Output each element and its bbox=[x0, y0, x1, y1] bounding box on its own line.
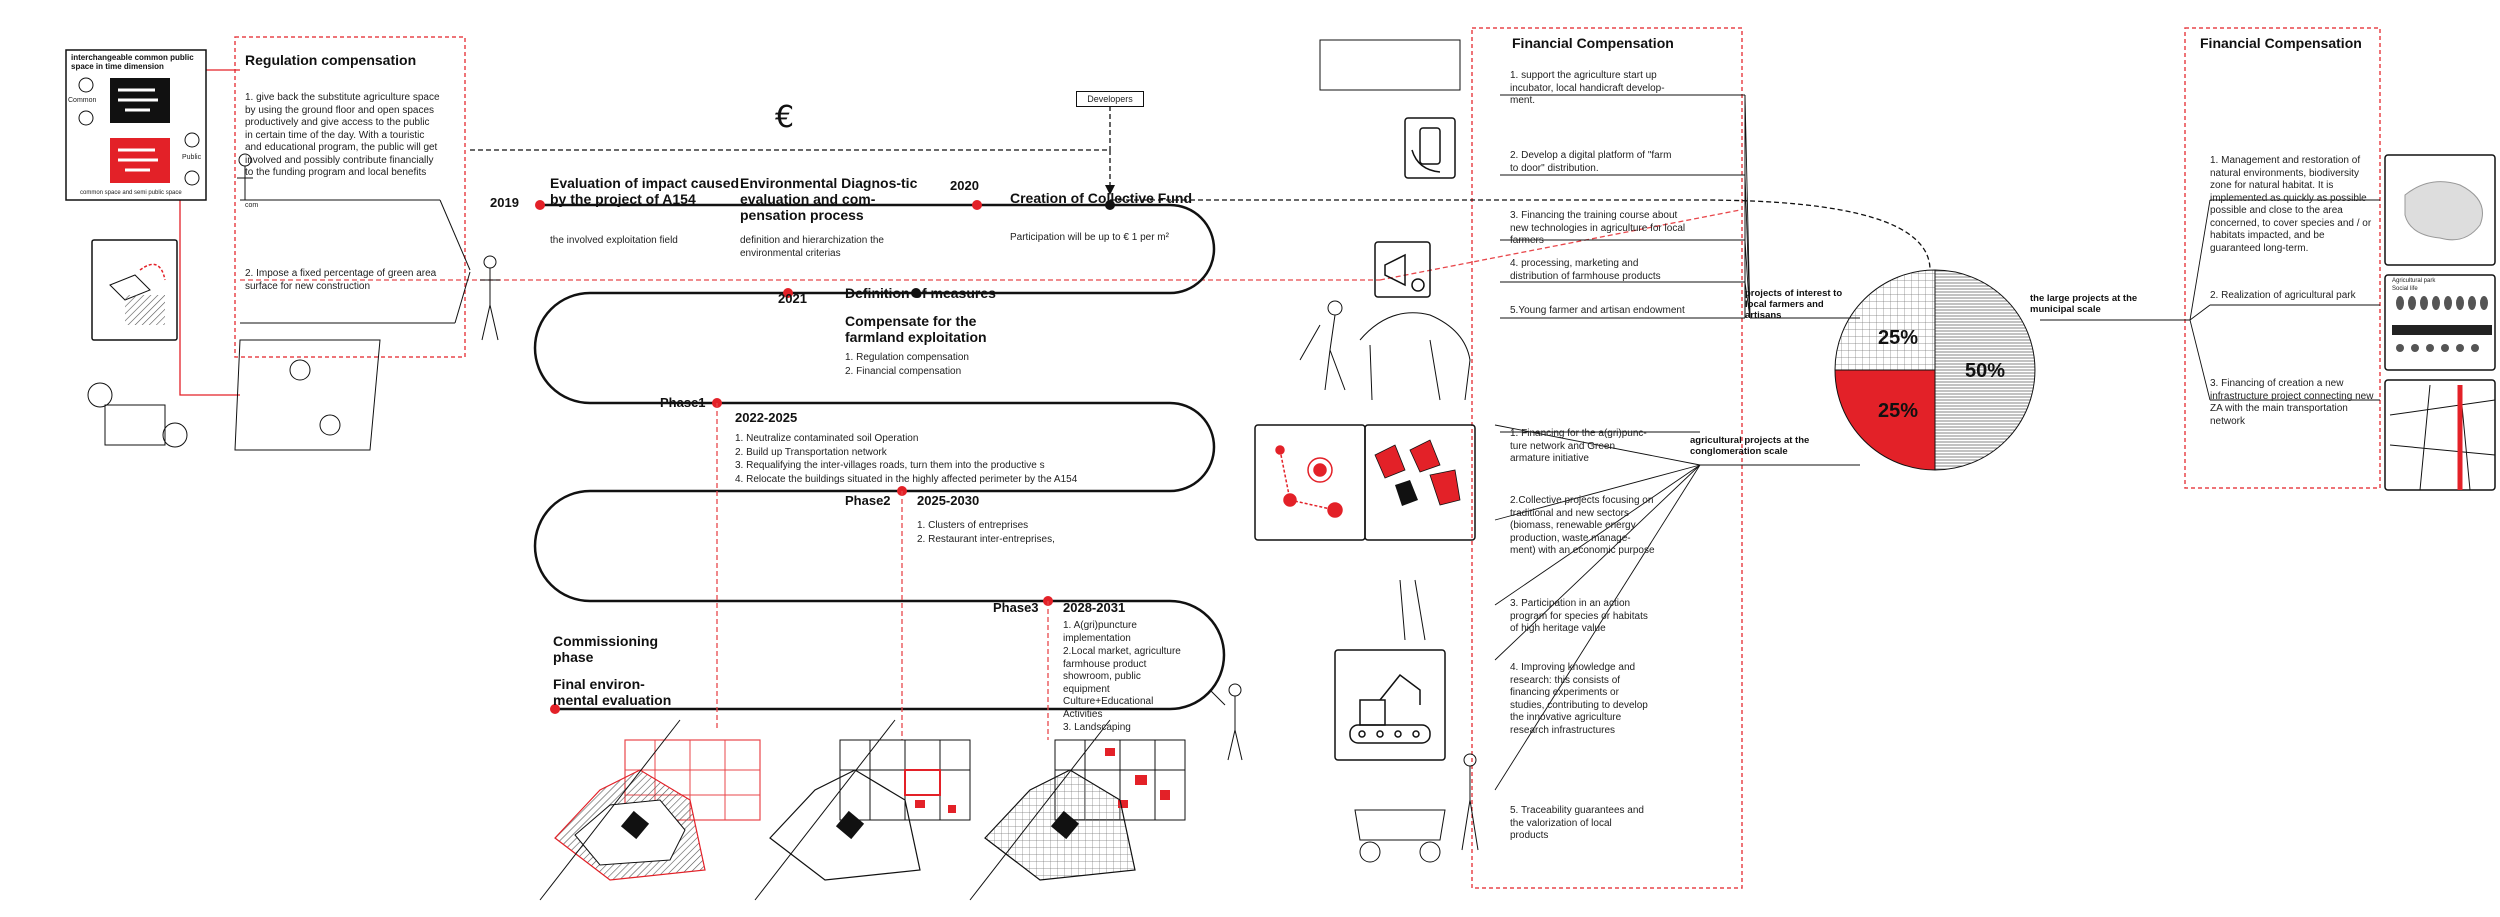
financial-mid-frame bbox=[1471, 27, 1743, 889]
pie-slice-red bbox=[1834, 369, 1936, 471]
habitat-blob bbox=[2404, 181, 2483, 241]
machine-pictogram bbox=[1349, 673, 1431, 744]
map-phase1 bbox=[539, 719, 761, 901]
env-diagnostic-sub: definition and hierarchization the envir… bbox=[740, 235, 884, 259]
phase1-item: 2. Build up Transportation network bbox=[735, 446, 887, 458]
phase3-item: 3. Landscaping bbox=[1063, 722, 1131, 733]
pie-slice-top bbox=[1834, 269, 1936, 371]
phase3-item: 1. A(gri)puncture implementation bbox=[1063, 620, 1137, 644]
farmland-item: 1. Regulation compensation bbox=[845, 352, 969, 363]
phase3-years: 2028-2031 bbox=[1063, 600, 1126, 615]
pie-label-right: the large projects at the municipal scal… bbox=[2030, 293, 2138, 315]
evaluation-sub: the involved exploitation field bbox=[550, 235, 678, 246]
regulation-item-1: 1. give back the substitute agriculture … bbox=[245, 92, 440, 178]
financial-right-item-2: 2. Realization of agricultural park bbox=[2210, 290, 2356, 301]
phase3-item: 2.Local market, agriculture farmhouse pr… bbox=[1063, 646, 1181, 720]
legend-public-label: Public bbox=[182, 154, 202, 161]
financial-mid-lower-4: 4. Improving knowledge and research: thi… bbox=[1510, 662, 1648, 736]
regulation-item-2: 2. Impose a fixed percentage of green ar… bbox=[245, 268, 437, 292]
financial-right-title: Financial Compensation bbox=[2200, 35, 2362, 51]
final-evaluation: Final environ-mental evaluation bbox=[553, 676, 672, 708]
legend-caption-sub: com bbox=[245, 202, 259, 209]
phase3-items: 1. A(gri)puncture implementation 2.Local… bbox=[1063, 620, 1183, 736]
phase1-label: Phase1 bbox=[660, 395, 706, 410]
map-pictogram bbox=[1374, 439, 1461, 506]
pie-label-bottom: agricultural projects at the conglomerat… bbox=[1690, 435, 1810, 457]
phase2-years: 2025-2030 bbox=[917, 493, 980, 508]
pie-value-top: 25% bbox=[1878, 327, 1919, 349]
financial-mid-item-2: 2. Develop a digital platform of "farm t… bbox=[1510, 150, 1672, 174]
phase1-items: 1. Neutralize contaminated soil Operatio… bbox=[735, 433, 1135, 487]
euro-symbol: € bbox=[775, 100, 795, 135]
developers-box: Developers bbox=[1076, 91, 1144, 107]
regulation-frame bbox=[234, 36, 466, 358]
farmland-title: Compensate for the farmland exploitation bbox=[845, 313, 987, 345]
park-trees bbox=[2392, 296, 2492, 352]
env-diagnostic-title: Environmental Diagnos-tic evaluation and… bbox=[740, 175, 918, 223]
financial-mid-lower-2: 2.Collective projects focusing on tradit… bbox=[1510, 495, 1655, 556]
collective-fund-title: Creation of Collective Fund bbox=[1010, 190, 1193, 206]
year-2019: 2019 bbox=[490, 195, 519, 210]
financial-right-item-3: 3. Financing of creation a new infrastru… bbox=[2210, 378, 2374, 427]
park-label-2: Social life bbox=[2392, 286, 2418, 292]
phase2-item: 1. Clusters of entreprises bbox=[917, 520, 1029, 531]
map-phase3 bbox=[969, 719, 1186, 901]
financial-mid-title: Financial Compensation bbox=[1512, 35, 1674, 51]
park-label-1: Agricultural park bbox=[2392, 278, 2436, 284]
legend-caption-bottom: common space and semi public space bbox=[80, 190, 182, 196]
phase1-item: 1. Neutralize contaminated soil Operatio… bbox=[735, 433, 919, 444]
financial-mid-item-3: 3. Financing the training course about n… bbox=[1510, 210, 1686, 246]
network-pictogram bbox=[1275, 445, 1343, 518]
financial-mid-lower-5: 5. Traceability guarantees and the valor… bbox=[1510, 805, 1644, 841]
timeline-path bbox=[533, 203, 1226, 711]
financial-mid-lower-3: 3. Participation in an action program fo… bbox=[1510, 598, 1648, 634]
phase1-item: 3. Requalifying the inter-villages roads… bbox=[735, 460, 1045, 471]
year-2021: 2021 bbox=[778, 291, 807, 306]
financial-mid-item-1: 1. support the agriculture start up incu… bbox=[1510, 70, 1665, 106]
financial-mid-item-4: 4. processing, marketing and distributio… bbox=[1510, 258, 1661, 282]
farmland-item: 2. Financial compensation bbox=[845, 365, 962, 377]
phase1-item: 4. Relocate the buildings situated in th… bbox=[735, 473, 1078, 485]
financial-mid-item-5: 5.Young farmer and artisan endowment bbox=[1510, 305, 1685, 316]
map-phase2 bbox=[754, 719, 971, 901]
megaphone-pictogram bbox=[1384, 253, 1425, 292]
pie-value-right: 50% bbox=[1965, 360, 2006, 382]
legend-card-title: interchangeable common public space in t… bbox=[71, 53, 194, 71]
regulation-title: Regulation compensation bbox=[245, 52, 417, 68]
commissioning-phase: Commissioning phase bbox=[553, 633, 659, 665]
collective-fund-sub: Participation will be up to € 1 per m² bbox=[1010, 232, 1169, 243]
legend-common-label: Common bbox=[68, 97, 97, 104]
phase1-years: 2022-2025 bbox=[735, 410, 798, 425]
pie-label-top: projects of interest to local farmers an… bbox=[1745, 288, 1843, 321]
pie-slice-right bbox=[1934, 269, 2036, 471]
phase2-label: Phase2 bbox=[845, 493, 891, 508]
financial-right-item-1: 1. Management and restoration of natural… bbox=[2210, 155, 2372, 254]
pie-value-red: 25% bbox=[1878, 400, 1919, 422]
evaluation-title: Evaluation of impact caused by the proje… bbox=[550, 175, 740, 207]
farmland-items: 1. Regulation compensation 2. Financial … bbox=[845, 352, 969, 379]
phase2-item: 2. Restaurant inter-entreprises, bbox=[917, 533, 1055, 545]
definition-of-measures: Definition of measures bbox=[845, 285, 996, 301]
financial-right-frame bbox=[2184, 27, 2381, 489]
year-2020: 2020 bbox=[950, 178, 979, 193]
transport-map bbox=[2389, 384, 2496, 491]
phone-pictogram bbox=[1411, 127, 1441, 173]
financial-mid-lower-1: 1. Financing for the a(gri)punc-ture net… bbox=[1510, 428, 1647, 464]
phase2-items: 1. Clusters of entreprises 2. Restaurant… bbox=[917, 520, 1055, 547]
phase3-label: Phase3 bbox=[993, 600, 1039, 615]
